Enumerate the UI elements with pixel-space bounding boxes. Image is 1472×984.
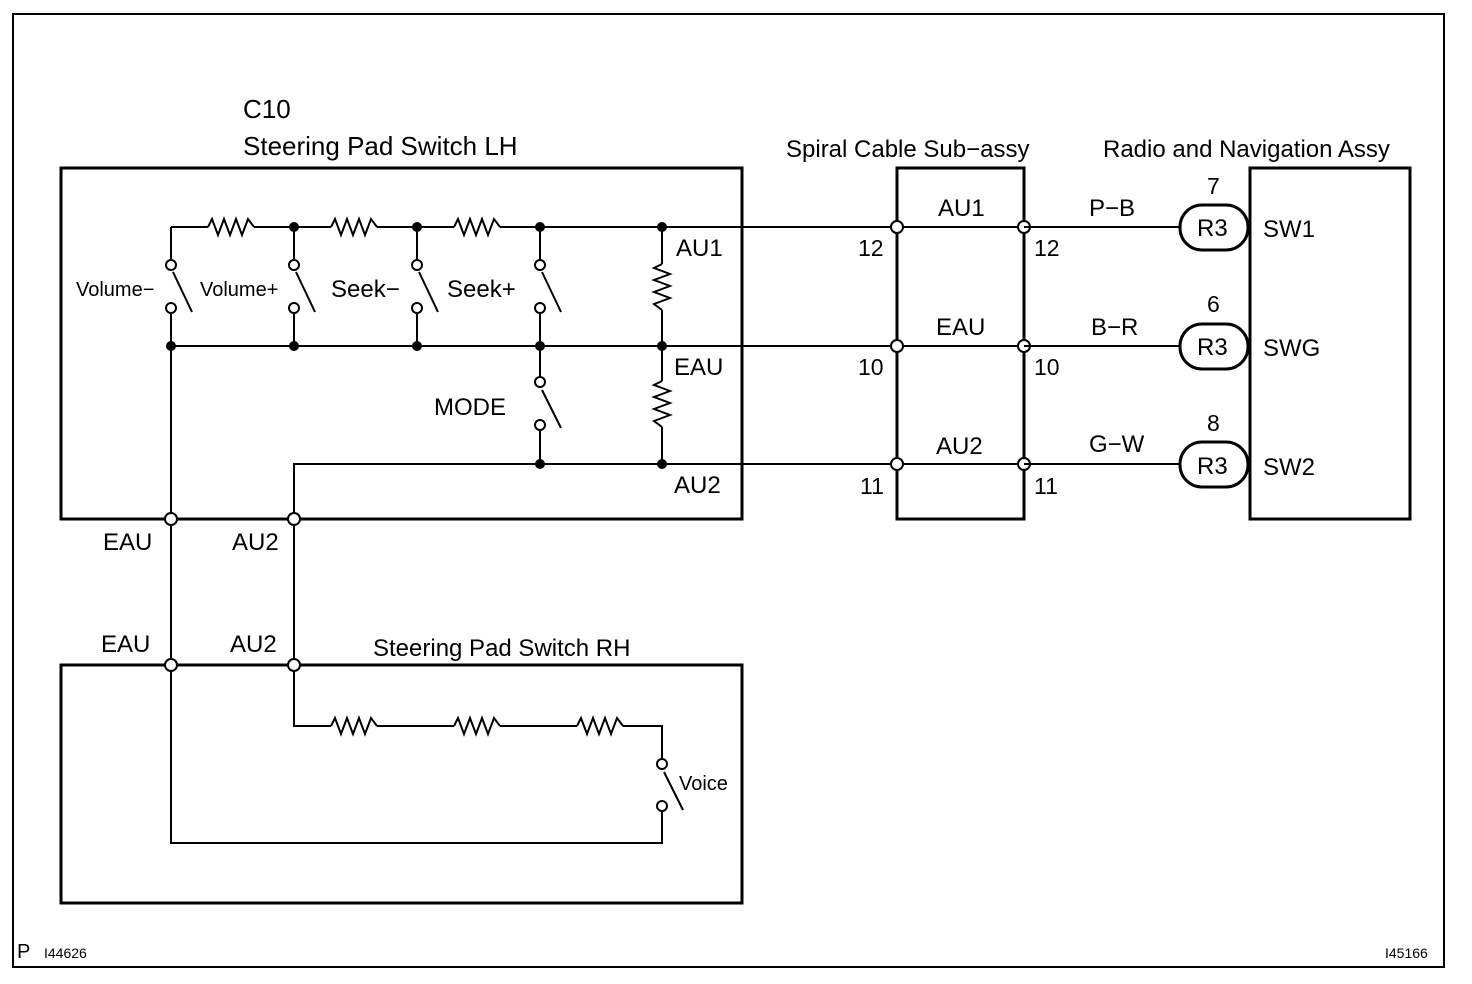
voice-switch-blade <box>663 771 684 811</box>
rh-terminal-au2: AU2 <box>230 631 277 658</box>
outer-frame <box>12 13 1445 968</box>
rh-eau-terminal <box>164 658 178 672</box>
volume-minus-contact-bottom <box>165 302 177 314</box>
lh-switch-leads-bottom <box>170 314 541 346</box>
junction-dot <box>535 341 545 351</box>
lh-bottom-terminal-eau: EAU <box>103 529 152 556</box>
seek-minus-contact-top <box>411 259 423 271</box>
spiral-cable: Spiral Cable Sub−assy AU1 EAU AU2 12 10 … <box>786 136 1060 521</box>
spiral-terminal <box>890 339 904 353</box>
spiral-signal-au2: AU2 <box>936 433 983 460</box>
seek-plus-contact-bottom <box>534 302 546 314</box>
lh-title: Steering Pad Switch LH <box>243 131 518 161</box>
spiral-title: Spiral Cable Sub−assy <box>786 136 1029 163</box>
corner-letter: P <box>17 941 30 963</box>
spiral-pin-out-11: 11 <box>1034 473 1058 499</box>
lh-resistor-au1-eau <box>651 263 673 311</box>
seek-plus-label: Seek+ <box>447 276 516 303</box>
rh-au2-ladder <box>293 665 663 763</box>
connector-label-r3: R3 <box>1197 334 1228 361</box>
wire-color-g-w: G−W <box>1089 431 1145 458</box>
radio-terminal-swg: SWG <box>1263 335 1320 362</box>
connector-r3-swg <box>1178 322 1250 371</box>
junction-dot <box>289 341 299 351</box>
seek-plus-contact-top <box>534 259 546 271</box>
spiral-terminal <box>890 457 904 471</box>
seek-minus-contact-bottom <box>411 302 423 314</box>
steering-pad-switch-lh: C10 Steering Pad Switch LH Volume− Volum… <box>59 94 744 556</box>
junction-dot <box>412 222 422 232</box>
lh-au2-bus <box>293 463 662 519</box>
voice-contact-bottom <box>656 800 668 812</box>
lh-terminal-au2: AU2 <box>674 472 721 499</box>
lh-box <box>59 166 744 521</box>
spiral-signal-au1: AU1 <box>938 195 985 222</box>
spiral-pin-out-12: 12 <box>1034 235 1060 261</box>
junction-dot <box>535 459 545 469</box>
lh-resistor-2 <box>330 216 378 238</box>
radio-title: Radio and Navigation Assy <box>1103 136 1390 163</box>
radio-navigation-assy: Radio and Navigation Assy 7 6 8 R3 R3 R3… <box>1103 136 1412 521</box>
mode-contact-top <box>534 376 546 388</box>
volume-plus-contact-top <box>288 259 300 271</box>
volume-minus-contact-top <box>165 259 177 271</box>
lh-terminal-au1: AU1 <box>676 235 723 262</box>
lh-switch-leads-top <box>170 227 541 259</box>
radio-pin-8: 8 <box>1207 410 1220 436</box>
rh-eau-loop <box>170 665 663 844</box>
lh-resistor-1 <box>207 216 255 238</box>
spiral-terminal <box>890 220 904 234</box>
volume-minus-label: Volume− <box>76 279 154 301</box>
lh-switch-blades <box>172 271 562 313</box>
junction-dot <box>535 222 545 232</box>
connector-label-r3: R3 <box>1197 453 1228 480</box>
steering-pad-switch-rh: Steering Pad Switch RH EAU AU2 Voice <box>59 631 744 905</box>
volume-plus-label: Volume+ <box>200 279 278 301</box>
seek-minus-label: Seek− <box>331 276 400 303</box>
rh-resistor-3 <box>576 715 624 737</box>
spiral-pin-in-11: 11 <box>860 473 884 499</box>
lh-terminal-eau: EAU <box>674 354 723 381</box>
junction-dot <box>412 341 422 351</box>
wire-color-b-r: B−R <box>1091 314 1138 341</box>
rh-box <box>59 663 744 905</box>
rh-resistor-1 <box>330 715 378 737</box>
spiral-pin-in-12: 12 <box>858 235 884 261</box>
connector-label-r3: R3 <box>1197 215 1228 242</box>
mode-contact-bottom <box>534 419 546 431</box>
radio-pin-7: 7 <box>1207 173 1220 199</box>
spiral-signal-eau: EAU <box>936 314 985 341</box>
spiral-internal-wires <box>897 226 1024 465</box>
radio-box <box>1248 166 1412 521</box>
radio-terminal-sw2: SW2 <box>1263 454 1315 481</box>
wire-color-p-b: P−B <box>1089 195 1135 222</box>
lh-connector-code: C10 <box>243 94 291 124</box>
rh-au2-terminal <box>287 658 301 672</box>
rh-resistor-2 <box>453 715 501 737</box>
lh-resistor-3 <box>453 216 501 238</box>
mode-switch-blade <box>541 389 562 429</box>
spiral-pin-in-10: 10 <box>858 354 884 380</box>
lh-au2-terminal <box>287 512 301 526</box>
lh-resistor-eau-au2 <box>651 380 673 428</box>
volume-plus-contact-bottom <box>288 302 300 314</box>
junction-dot <box>289 222 299 232</box>
rh-title: Steering Pad Switch RH <box>373 635 630 662</box>
figure-ref-right: I45166 <box>1385 945 1428 961</box>
voice-contact-top <box>656 758 668 770</box>
connector-r3-sw2 <box>1178 440 1250 489</box>
mode-label: MODE <box>434 394 506 421</box>
radio-terminal-sw1: SW1 <box>1263 216 1315 243</box>
radio-pin-6: 6 <box>1207 291 1220 317</box>
rh-terminal-eau: EAU <box>101 631 150 658</box>
connector-r3-sw1 <box>1178 203 1250 252</box>
spiral-pin-out-10: 10 <box>1034 354 1060 380</box>
figure-ref-left: I44626 <box>44 945 87 961</box>
lh-eau-terminal <box>164 512 178 526</box>
voice-label: Voice <box>679 773 728 795</box>
lh-bottom-terminal-au2: AU2 <box>232 529 279 556</box>
